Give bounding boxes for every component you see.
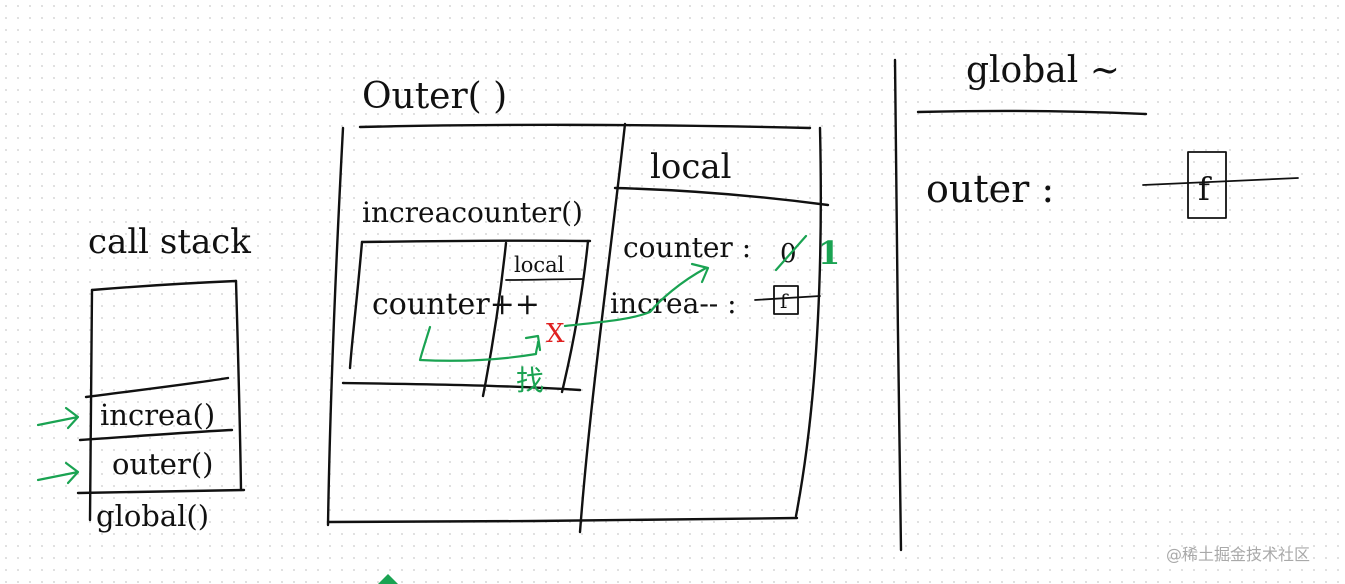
global-outer-label: outer : <box>926 167 1054 211</box>
current-frame-arrow-icon <box>36 406 80 430</box>
call-stack: call stack increa() outer() global() <box>36 222 251 533</box>
lookup-arrow-to-local-icon <box>418 325 542 362</box>
counter-new-value: 1 <box>818 234 840 272</box>
outer-scope-right-edge <box>794 126 822 518</box>
outer-local-header-line <box>613 186 830 207</box>
inner-scope-top-edge <box>360 239 592 244</box>
next-frame-arrow-icon <box>36 461 80 485</box>
outer-scope-top-edge <box>358 123 812 130</box>
inner-scope-title: increacounter() <box>362 196 583 229</box>
global-function-box-icon <box>1187 151 1227 219</box>
inner-local-header-line <box>505 278 583 281</box>
outer-local-header: local <box>650 147 732 187</box>
call-stack-divider-2 <box>78 428 234 442</box>
section-divider <box>893 58 903 552</box>
global-scope-title: global ~ <box>966 50 1120 91</box>
counter-strike-icon <box>774 234 808 272</box>
increa-var-label: increa-- : <box>610 287 737 320</box>
outer-scope-left-edge <box>326 126 345 527</box>
inner-scope-local-divider <box>481 241 508 398</box>
inner-scope-left-edge <box>348 240 364 370</box>
global-scope: global ~ outer : f <box>916 50 1299 219</box>
inner-scope-body: counter++ <box>372 287 540 322</box>
call-stack-divider-3 <box>76 488 246 495</box>
counter-old-value: 0 <box>780 239 797 269</box>
call-stack-top-edge <box>90 279 238 292</box>
inner-local-header: local <box>514 253 565 277</box>
inner-scope-right-edge <box>560 239 590 394</box>
inner-scope: increacounter() local counter++ X <box>341 196 592 398</box>
partial-arrow-icon <box>378 574 398 584</box>
outer-scope-title: Outer( ) <box>362 76 507 117</box>
outer-scope: Outer( ) local counter : 0 1 increa-- : … <box>326 76 840 534</box>
lookup-note: 找 <box>516 364 544 397</box>
call-stack-left-edge <box>88 288 94 522</box>
global-title-underline <box>916 109 1148 116</box>
outer-scope-local-divider <box>578 122 627 534</box>
stack-base-global: global() <box>96 499 209 533</box>
increa-ref-line <box>754 295 821 301</box>
counter-var-label: counter : <box>623 231 751 264</box>
global-outer-function-box: f <box>1198 170 1212 208</box>
function-box-icon <box>773 285 799 315</box>
stack-frame-outer: outer() <box>112 447 213 481</box>
lookup-arrow-to-outer-icon <box>563 262 710 328</box>
outer-ref-line <box>1142 177 1299 186</box>
call-stack-right-edge <box>234 279 243 492</box>
not-found-mark: X <box>546 319 565 349</box>
scope-lookup-arrows: 找 <box>418 262 710 397</box>
call-stack-divider-1 <box>84 376 230 399</box>
inner-scope-bottom-edge <box>341 381 582 392</box>
outer-scope-bottom-edge <box>326 516 799 524</box>
watermark: @稀土掘金技术社区 <box>1166 545 1310 564</box>
call-stack-title: call stack <box>88 222 251 262</box>
stack-frame-increa: increa() <box>100 398 215 432</box>
increa-function-box: f <box>780 289 789 313</box>
